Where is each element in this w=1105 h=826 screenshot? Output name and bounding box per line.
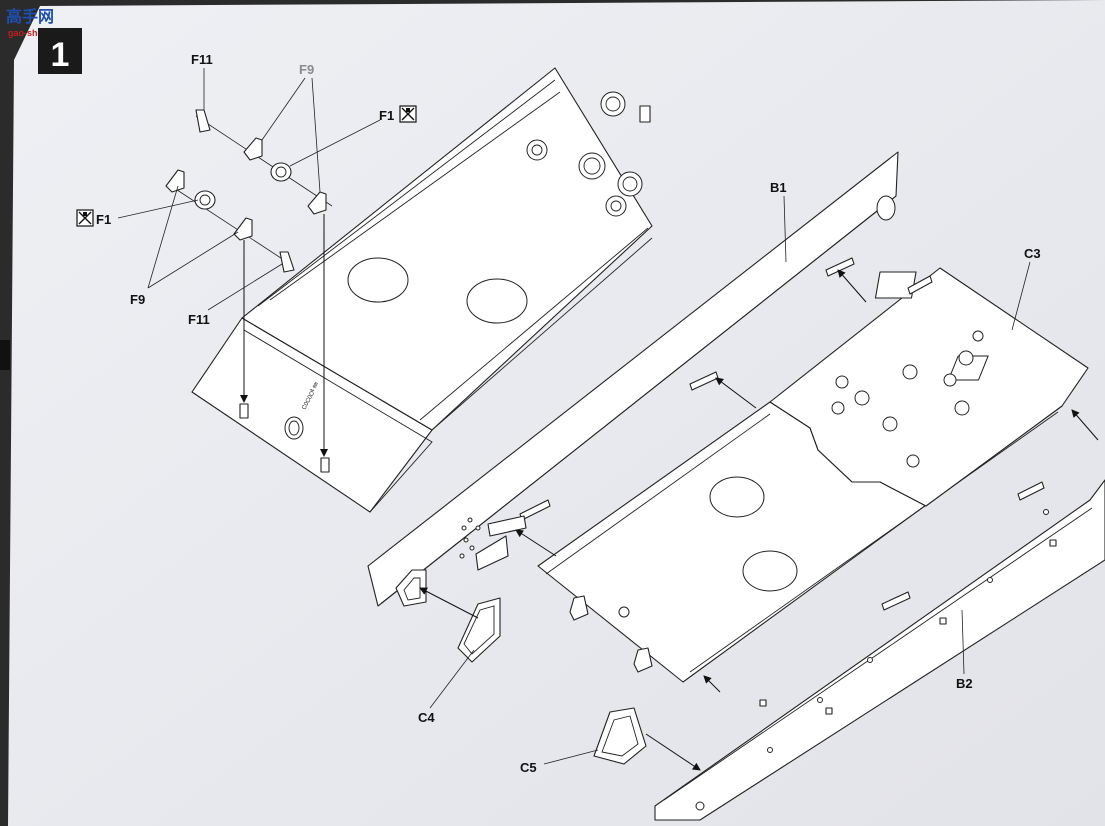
assembly-arrows — [419, 269, 1099, 771]
c3-holes — [831, 330, 984, 468]
label-f11-left: F11 — [188, 312, 210, 327]
tow-parts-upper — [195, 109, 333, 215]
cement-icon — [76, 209, 94, 227]
label-b2: B2 — [956, 676, 973, 691]
label-c3: C3 — [1024, 246, 1041, 261]
tow-parts-lower — [165, 169, 295, 273]
step-badge: 1 — [38, 28, 82, 74]
deck-fittings — [526, 91, 651, 217]
label-c4: C4 — [418, 710, 435, 725]
part-c4 — [457, 597, 501, 663]
deck-hatch — [347, 257, 409, 303]
label-b1: B1 — [770, 180, 787, 195]
part-b2 — [654, 479, 1105, 821]
upper-hull: 4 ㎜ C0C0C — [191, 67, 653, 513]
leader-lines-top — [117, 68, 381, 311]
leader-lines-bottom — [429, 195, 1031, 765]
label-f11-top: F11 — [191, 52, 213, 67]
deck-hatch — [466, 278, 528, 324]
label-f9-top: F9 — [299, 62, 314, 77]
watermark-text: 高手网 — [6, 7, 54, 26]
lower-hull — [367, 151, 1105, 821]
cement-icon — [399, 105, 417, 123]
part-c5 — [593, 707, 647, 765]
label-f1-right: F1 — [379, 108, 394, 123]
label-f1-left: F1 — [96, 212, 111, 227]
label-f9-left: F9 — [130, 292, 145, 307]
step-number: 1 — [51, 36, 70, 74]
binding-edge — [0, 340, 10, 370]
hull-marking-1: 4 ㎜ — [309, 381, 319, 394]
b2-slots — [695, 509, 1057, 811]
label-c5: C5 — [520, 760, 537, 775]
bracket-cluster — [459, 515, 527, 571]
step-box — [38, 28, 82, 74]
